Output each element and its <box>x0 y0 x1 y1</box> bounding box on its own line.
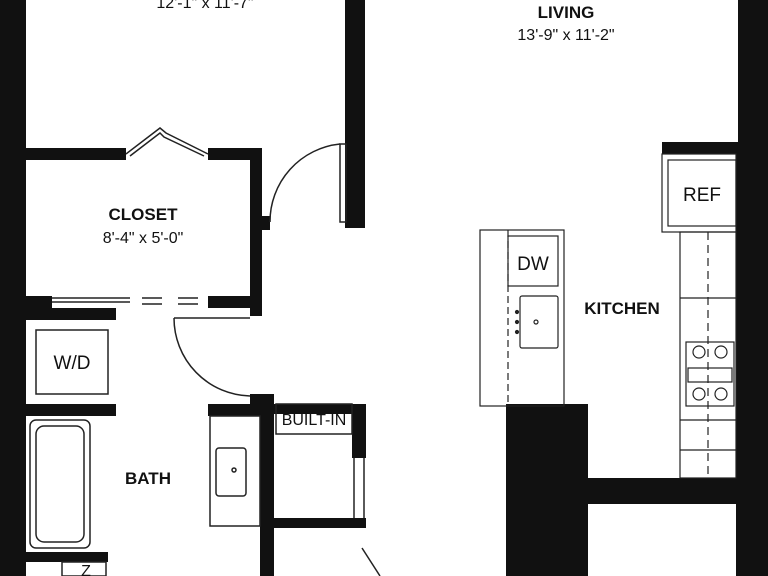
wall-closet-bottom-right <box>208 296 262 308</box>
wall-bath-bottom-left <box>26 552 108 562</box>
bedroom-door-swing <box>269 143 341 223</box>
cooktop-controls <box>687 367 733 383</box>
entry-door-leaf <box>361 547 381 576</box>
sink-faucet-1 <box>514 309 520 315</box>
wall-closet-right <box>250 148 262 316</box>
burner-3 <box>692 387 706 401</box>
closet-bifold-door <box>125 127 209 155</box>
wall-bath-top <box>26 308 116 320</box>
wall-bath-left-top <box>250 394 262 406</box>
wall-left-exterior <box>0 0 26 576</box>
vanity-sink <box>215 447 247 497</box>
wall-bedroom-right <box>345 0 365 228</box>
island-sink <box>519 295 559 349</box>
bath-fixtures <box>29 329 353 576</box>
bedroom-door-leaf <box>339 143 347 223</box>
toilet-tank <box>61 561 107 576</box>
cooktop <box>685 341 735 407</box>
bathtub <box>29 419 91 549</box>
burner-4 <box>714 387 728 401</box>
sink-drain <box>533 319 539 325</box>
wall-bath-vanity-top <box>208 404 262 416</box>
burner-1 <box>692 345 706 359</box>
doors <box>52 127 381 576</box>
wall-closet-top-left <box>26 148 126 160</box>
wall-builtin-bottom <box>274 518 366 528</box>
sink-faucet-2 <box>514 319 520 325</box>
wall-island-end <box>506 404 588 576</box>
wall-living-right <box>738 0 768 150</box>
bath-vanity <box>209 415 261 527</box>
wall-builtin-right <box>352 404 366 458</box>
wall-kitchen-right <box>736 142 768 576</box>
wall-kitchen-bottom <box>588 478 768 504</box>
toilet-fragment-label: Z <box>81 563 91 576</box>
wall-wd-bottom <box>26 404 116 416</box>
bath-name: BATH <box>125 469 171 488</box>
kitchen-fixtures <box>479 153 737 479</box>
wall-builtin-top <box>274 404 366 414</box>
wall-closet-bottom-left <box>26 296 52 308</box>
builtin-box <box>275 403 353 435</box>
wall-bath-right <box>260 394 274 576</box>
dishwasher-label: DW <box>517 254 549 275</box>
labels: 12'-1" x 11'-7" LIVING 13'-9" x 11'-2" C… <box>54 0 721 576</box>
wall-closet-right-jamb <box>262 216 270 230</box>
refrigerator-label: REF <box>683 185 721 206</box>
washer-dryer-box <box>35 329 109 395</box>
closet-dimensions: 8'-4" x 5'-0" <box>103 230 184 247</box>
bedroom-dimensions: 12'-1" x 11'-7" <box>156 0 253 12</box>
washer-dryer-label: W/D <box>54 353 91 374</box>
kitchen-island-counter <box>479 229 565 407</box>
living-room-name: LIVING <box>538 3 595 22</box>
living-room-dimensions: 13'-9" x 11'-2" <box>517 27 614 44</box>
sink-faucet-3 <box>514 329 520 335</box>
bath-door-swing <box>173 317 251 397</box>
closet-name: CLOSET <box>109 205 179 224</box>
bathtub-inner <box>35 425 85 543</box>
closet-bifold-door-inner <box>129 132 205 157</box>
vanity-drain <box>231 467 237 473</box>
wall-closet-top-right <box>208 148 262 160</box>
dishwasher-box <box>507 235 559 287</box>
burner-2 <box>714 345 728 359</box>
kitchen-name: KITCHEN <box>584 299 660 318</box>
built-in-label: BUILT-IN <box>282 412 347 429</box>
